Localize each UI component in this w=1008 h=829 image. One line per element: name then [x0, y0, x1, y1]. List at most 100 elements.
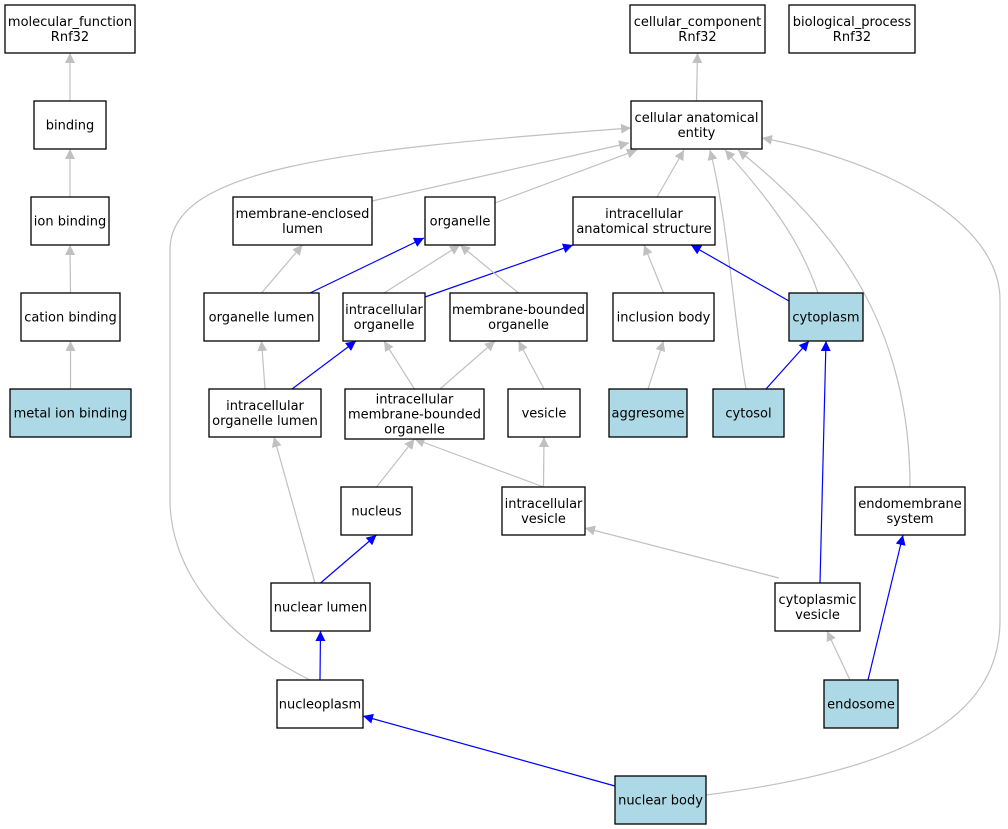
node-label: intracellular — [345, 303, 423, 318]
edge-nuclear-body-to-cellular-anatomical-entity — [705, 134, 1001, 796]
node-label: aggresome — [612, 407, 685, 422]
node-nucleus[interactable]: nucleus — [340, 486, 413, 536]
edge-intracellular-membrane-bounded-organelle-to-membrane-bounded-organelle — [439, 340, 496, 390]
node-label: lumen — [282, 222, 323, 237]
node-label: system — [887, 512, 934, 527]
node-box — [20, 292, 121, 342]
node-box — [507, 388, 581, 438]
edge-endosome-to-cytoplasmic-vesicle — [826, 630, 851, 681]
node-vesicle[interactable]: vesicle — [507, 388, 581, 438]
node-label: endomembrane — [858, 497, 962, 512]
node-label: cellular_component — [634, 15, 762, 30]
edge-intracellular-organelle-to-intracellular-anatomical-structure — [424, 243, 574, 298]
edge-cytoplasm-to-intracellular-anatomical-structure — [690, 244, 790, 302]
node-label: entity — [678, 126, 716, 141]
node-label: metal ion binding — [14, 407, 128, 422]
edge-inclusion-body-to-intracellular-anatomical-structure — [643, 244, 665, 294]
edge-vesicle-to-membrane-bounded-organelle — [517, 340, 545, 390]
node-box — [629, 4, 766, 54]
node-label: organelle — [384, 423, 445, 438]
node-nuclear-lumen[interactable]: nuclear lumen — [270, 582, 371, 632]
node-box — [33, 100, 107, 150]
edge-nucleus-to-intracellular-membrane-bounded-organelle — [376, 438, 415, 488]
node-box — [30, 196, 110, 246]
edge-intracellular-organelle-lumen-to-intracellular-organelle — [291, 340, 357, 390]
node-box — [340, 486, 413, 536]
node-label: Rnf32 — [833, 30, 871, 45]
node-box — [208, 388, 322, 438]
edge-intracellular-vesicle-to-vesicle — [538, 436, 549, 488]
node-label: intracellular — [505, 497, 583, 512]
node-label: organelle lumen — [212, 414, 318, 429]
node-box — [612, 292, 715, 342]
node-aggresome[interactable]: aggresome — [608, 388, 688, 438]
node-binding[interactable]: binding — [33, 100, 107, 150]
node-label: membrane-bounded — [452, 303, 585, 318]
node-label: intracellular — [605, 207, 683, 222]
node-label: endosome — [827, 698, 895, 713]
node-nuclear-body[interactable]: nuclear body — [614, 775, 707, 825]
node-box — [788, 292, 864, 342]
node-label: membrane-enclosed — [236, 207, 370, 222]
node-label: organelle — [488, 318, 549, 333]
node-label: organelle — [430, 215, 491, 230]
edge-intracellular-vesicle-to-intracellular-membrane-bounded-organelle — [414, 437, 544, 488]
edge-intracellular-organelle-lumen-to-organelle-lumen — [257, 340, 268, 390]
node-ion-binding[interactable]: ion binding — [30, 196, 110, 246]
edge-membrane-bounded-organelle-to-organelle — [459, 244, 519, 294]
node-label: cellular anatomical — [635, 111, 759, 126]
edge-cytosol-to-cellular-anatomical-entity — [707, 149, 747, 390]
edge-cation-binding-to-ion-binding — [65, 244, 76, 294]
node-inclusion-body[interactable]: inclusion body — [612, 292, 715, 342]
node-cytosol[interactable]: cytosol — [712, 388, 785, 438]
node-cation-binding[interactable]: cation binding — [20, 292, 121, 342]
edge-cytoplasmic-vesicle-to-cytoplasm — [819, 340, 831, 584]
node-box — [823, 679, 899, 729]
edge-cytoplasmic-vesicle-to-intracellular-vesicle — [584, 525, 780, 579]
node-organelle[interactable]: organelle — [424, 196, 496, 246]
node-box — [501, 486, 586, 536]
node-cytoplasm[interactable]: cytoplasm — [788, 292, 864, 342]
node-nucleoplasm[interactable]: nucleoplasm — [276, 679, 364, 729]
node-box — [630, 100, 763, 150]
edge-organelle-to-cellular-anatomical-entity — [494, 148, 638, 204]
node-label: organelle — [354, 318, 415, 333]
edge-intracellular-organelle-to-organelle — [383, 244, 461, 294]
node-box — [203, 292, 320, 342]
edges-layer — [65, 52, 1001, 796]
node-organelle-lumen[interactable]: organelle lumen — [203, 292, 320, 342]
node-box — [449, 292, 588, 342]
edge-aggresome-to-inclusion-body — [647, 340, 666, 390]
node-label: nucleus — [351, 505, 401, 520]
node-box — [424, 196, 496, 246]
edge-endomembrane-system-to-cellular-anatomical-entity — [737, 149, 911, 488]
node-label: intracellular — [226, 399, 304, 414]
edge-nuclear-lumen-to-intracellular-organelle-lumen — [271, 436, 316, 584]
node-box — [342, 292, 426, 342]
node-box — [270, 582, 371, 632]
edge-nucleoplasm-to-cellular-anatomical-entity — [169, 123, 632, 681]
node-label: biological_process — [793, 15, 912, 30]
node-label: Rnf32 — [51, 30, 89, 45]
node-endosome[interactable]: endosome — [823, 679, 899, 729]
edge-intracellular-membrane-bounded-organelle-to-intracellular-organelle — [383, 340, 416, 390]
edge-intracellular-anatomical-structure-to-cellular-anatomical-entity — [656, 149, 685, 198]
node-box — [788, 4, 916, 54]
node-box — [9, 388, 132, 438]
node-metal-ion-binding[interactable]: metal ion binding — [9, 388, 132, 438]
